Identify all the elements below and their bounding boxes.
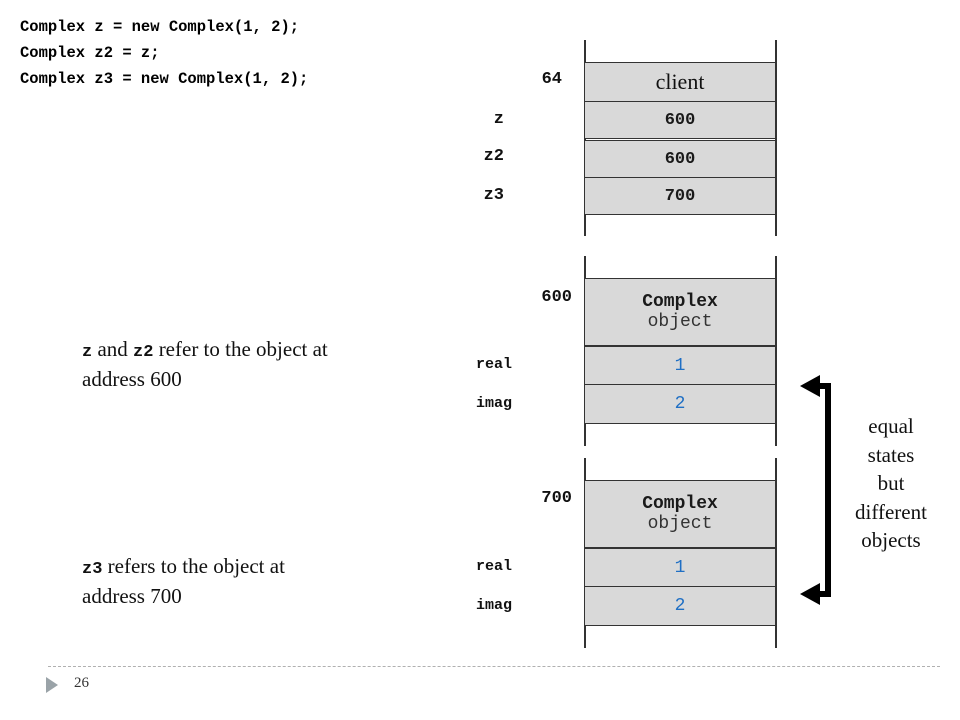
var-name-z3: z3 [483,186,504,205]
frame-title-cell: client [585,62,775,102]
code-block: Complex z = new Complex(1, 2); Complex z… [20,14,308,92]
code-line: Complex z3 = new Complex(1, 2); [20,70,309,88]
object-600-address: 600 [541,288,572,307]
page-number: 26 [74,675,89,691]
note-z-z2-line2: address 600 [82,367,182,391]
frame-address: 64 [541,70,562,89]
object-600-real-value: 1 [674,355,686,376]
object-600-type: Complex [642,292,718,312]
side-note-line: objects [861,528,921,552]
object-700-real-value: 1 [674,557,686,578]
object-600-header-cell: Complex object [585,278,775,346]
var-name-z: z [493,110,504,129]
object-600-field-imag: imag [475,395,512,412]
object-700-header-cell: Complex object [585,480,775,548]
bracket-arrow [800,375,831,605]
footer-divider [48,666,940,667]
var-value-z3: 700 [664,186,696,206]
code-line: Complex z = new Complex(1, 2); [20,18,300,36]
var-cell-z2: 600 [585,140,775,178]
var-value-z: 600 [664,110,696,130]
slide-bullet-icon [46,677,58,693]
object-600-kind: object [647,312,713,332]
object-700-right-rail [775,458,777,648]
arrow-head-top [800,375,820,397]
side-note-line: states [867,442,915,467]
note-z3: z3 refers to the object at address 700 [82,553,422,610]
object-700-field-real: real [475,558,512,575]
object-700-field-imag: imag [475,597,512,614]
side-note-line: but [877,471,905,495]
note-z-z2-line1: z and z2 refer to the object at [82,337,328,362]
side-note-line: equal [868,414,914,438]
bracket-line [818,383,831,597]
side-note: equal states but different objects [838,412,944,555]
object-600-imag-cell: 2 [585,384,775,424]
side-note-line: different [855,499,927,524]
note-z-z2: z and z2 refer to the object at address … [82,336,422,393]
object-700-real-cell: 1 [585,548,775,587]
frame-title: client [655,69,705,94]
arrow-head-bottom [800,583,820,605]
object-700-imag-value: 2 [674,596,686,616]
object-600-field-real: real [475,356,512,373]
object-700-type: Complex [642,494,718,514]
note-z3-line1: z3 refers to the object at [82,554,285,579]
object-600-imag-value: 2 [674,394,686,414]
object-700-address: 700 [541,489,572,508]
var-name-z2: z2 [483,147,504,166]
object-700-imag-cell: 2 [585,586,775,626]
var-cell-z: 600 [585,101,775,139]
note-z3-line2: address 700 [82,584,182,608]
object-700-kind: object [647,514,713,534]
object-600-right-rail [775,256,777,446]
frame-right-rail [775,40,777,236]
var-cell-z3: 700 [585,177,775,215]
object-600-real-cell: 1 [585,346,775,385]
var-value-z2: 600 [664,149,696,169]
code-line: Complex z2 = z; [20,44,160,62]
